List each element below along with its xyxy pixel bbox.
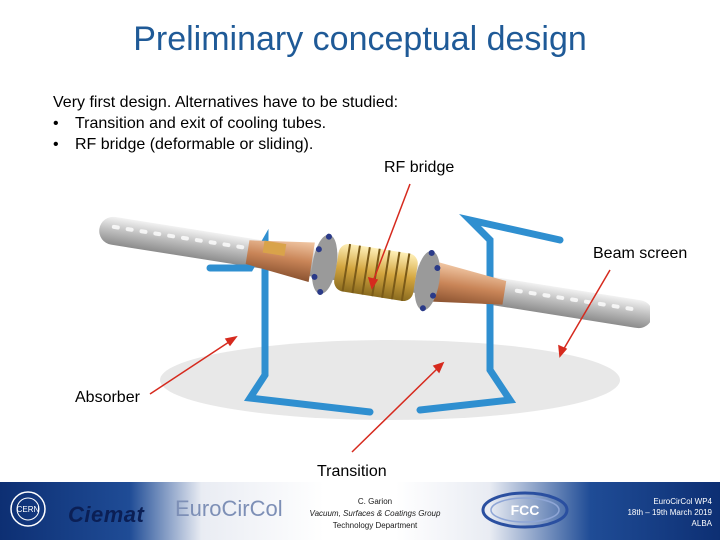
bullet-text: RF bridge (deformable or sliding).: [75, 136, 314, 153]
bullet-dot: •: [53, 136, 59, 153]
author-block: C. Garion Vacuum, Surfaces & Coatings Gr…: [290, 496, 460, 532]
event-venue: ALBA: [691, 519, 712, 528]
ciemat-logo: Ciemat: [68, 502, 145, 527]
footer-bar: CERN Ciemat EuroCirCol C. Garion Vacuum,…: [0, 482, 720, 540]
bullet-text: Transition and exit of cooling tubes.: [75, 115, 327, 132]
beam-screen-label: Beam screen: [593, 245, 688, 262]
intro-text: Very first design. Alternatives have to …: [53, 94, 399, 111]
beam-screen-assembly-illustration: [99, 183, 650, 453]
bullet-item: • Transition and exit of cooling tubes.: [53, 113, 326, 134]
bullet-item: • RF bridge (deformable or sliding).: [53, 134, 326, 155]
bullet-dot: •: [53, 115, 59, 132]
department-name: Technology Department: [332, 521, 418, 530]
absorber-label: Absorber: [75, 389, 140, 406]
event-name: EuroCirCol WP4: [653, 497, 712, 506]
author-name: C. Garion: [357, 497, 393, 506]
event-block: EuroCirCol WP4 18th – 19th March 2019 AL…: [627, 496, 712, 529]
eurocircol-logo: EuroCirCol: [175, 496, 283, 521]
cooling-tubes: [206, 213, 564, 416]
slide-title: Preliminary conceptual design: [133, 20, 587, 58]
cern-logo-text: CERN: [17, 505, 40, 514]
fcc-logo-icon: FCC: [481, 491, 569, 529]
cern-logo-icon: CERN: [10, 491, 46, 527]
transition-label: Transition: [317, 463, 387, 480]
rf-bridge-label: RF bridge: [384, 159, 455, 176]
flanges: [311, 233, 441, 312]
fcc-logo-text: FCC: [511, 502, 540, 518]
event-dates: 18th – 19th March 2019: [627, 508, 712, 517]
group-name: Vacuum, Surfaces & Coatings Group: [309, 509, 441, 518]
pointer-arrows: [149, 183, 611, 453]
copper-transition: [245, 240, 507, 305]
bullet-list: • Transition and exit of cooling tubes. …: [53, 113, 326, 155]
